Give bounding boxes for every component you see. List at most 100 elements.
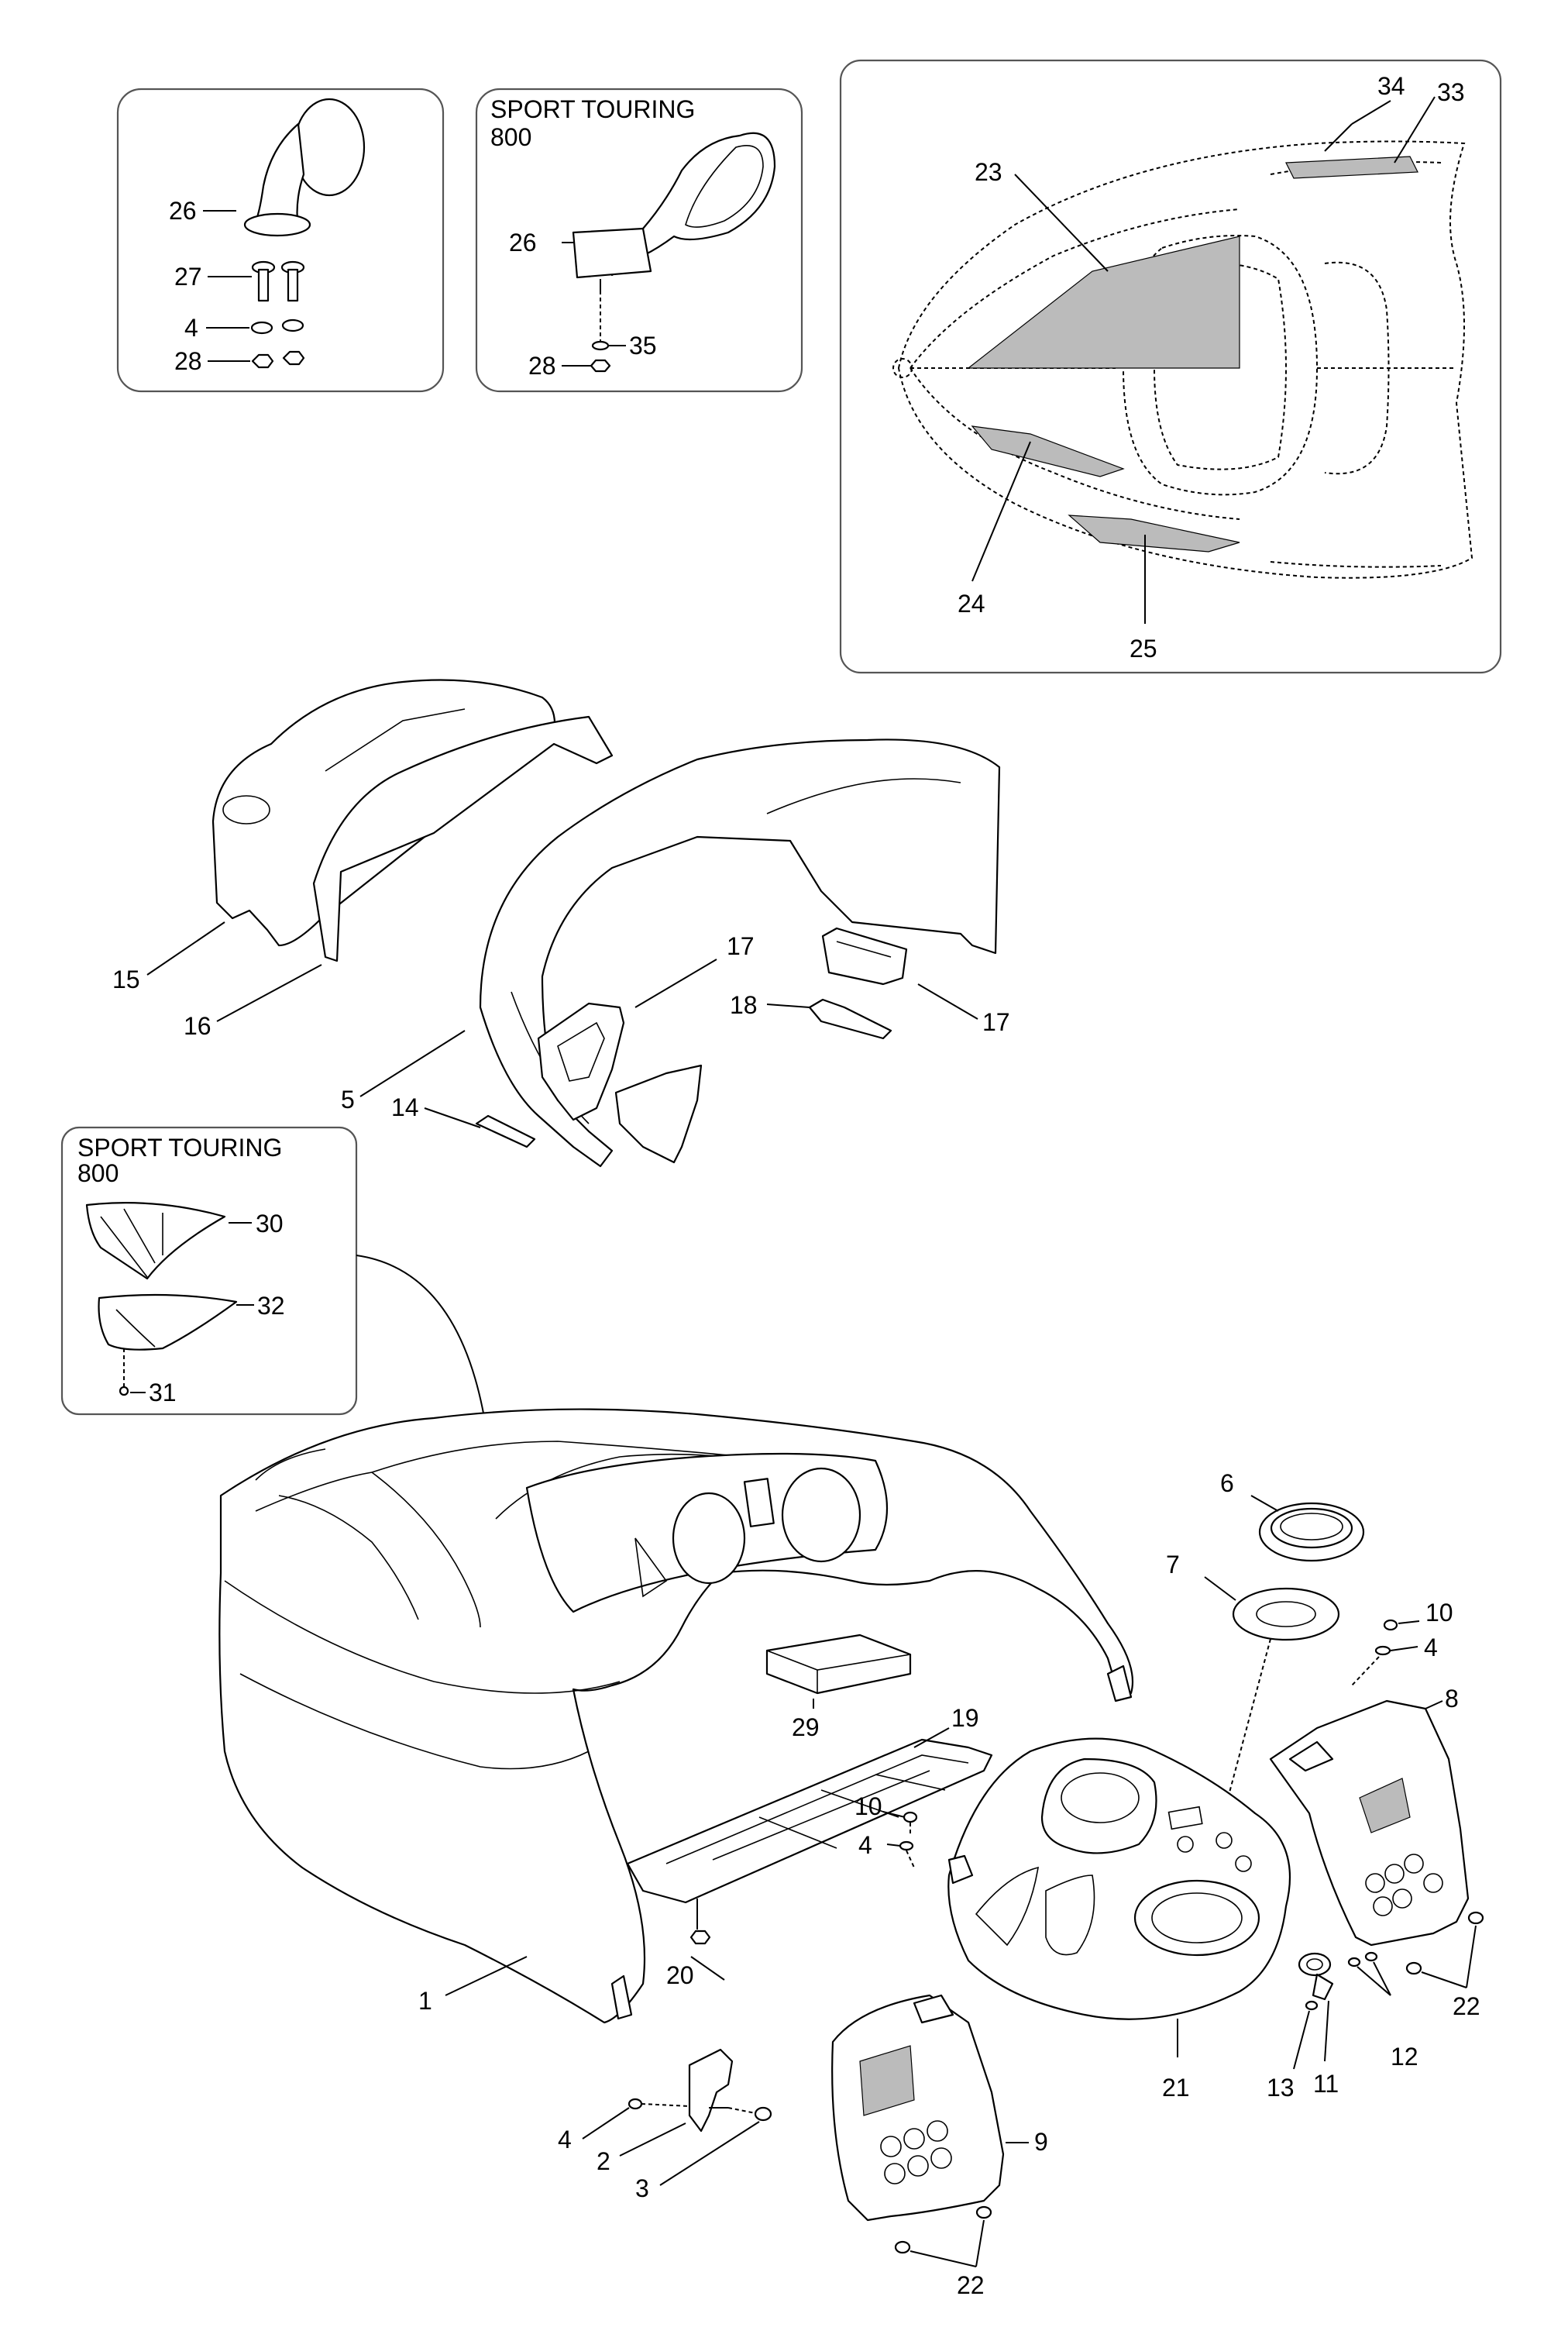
callout-28: 28 (174, 347, 202, 375)
visor-32-illustration (98, 1293, 238, 1351)
callout-4: 4 (184, 314, 198, 342)
callout-7: 7 (1166, 1551, 1180, 1578)
callout-33: 33 (1437, 78, 1465, 106)
washer-illustration (250, 318, 304, 335)
clip-22-icon (894, 2240, 911, 2254)
inset-subtitle: 800 (77, 1159, 119, 1187)
callout-5: 5 (341, 1086, 355, 1114)
callout-10: 10 (1425, 1599, 1453, 1627)
decal-33 (1285, 156, 1418, 179)
callout-22: 22 (1453, 1992, 1480, 2020)
decal-25 (1068, 515, 1240, 553)
bracket-2 (688, 2048, 734, 2133)
tray-19 (626, 1738, 993, 1930)
hood-dashed-outline (892, 140, 1473, 579)
callout-35: 35 (629, 332, 657, 360)
screw-12-icon (1347, 1957, 1361, 1967)
callout-17: 17 (982, 1008, 1010, 1036)
callout-21: 21 (1162, 2074, 1190, 2102)
callout-28: 28 (528, 352, 556, 380)
callout-4: 4 (558, 2126, 572, 2153)
gauge-right (781, 1467, 861, 1563)
callout-26: 26 (509, 229, 537, 256)
callout-1: 1 (418, 1987, 432, 2015)
callout-31: 31 (149, 1379, 177, 1406)
decal-24 (971, 425, 1125, 477)
gasket-7 (1232, 1587, 1340, 1641)
visor-30-illustration (85, 1202, 226, 1280)
washer-13-icon (1305, 2000, 1319, 2011)
nut-icon (590, 359, 611, 373)
panel-8 (1269, 1699, 1470, 1947)
washer-4-icon (899, 1840, 914, 1851)
clip-22-icon (1405, 1961, 1422, 1975)
callout-15: 15 (112, 966, 140, 993)
hood-1 (218, 1408, 1134, 2024)
callout-17: 17 (727, 932, 755, 960)
callout-4: 4 (858, 1831, 872, 1859)
screw-icon (119, 1386, 129, 1396)
console-21 (947, 1737, 1291, 2020)
inset-title: SPORT TOURING (490, 95, 695, 123)
callout-26: 26 (169, 197, 197, 225)
nut-illustration (251, 350, 305, 369)
callout-9: 9 (1034, 2128, 1048, 2156)
screw-10-icon (1383, 1619, 1398, 1631)
screw-10-icon (903, 1811, 918, 1823)
callout-11: 11 (1313, 2070, 1339, 2098)
clip-22-icon (1467, 1911, 1484, 1925)
inset-mirror-standard: 26 27 4 28 (116, 88, 445, 393)
callout-20: 20 (666, 1961, 694, 1989)
callout-30: 30 (256, 1210, 284, 1238)
washer-4-icon (628, 2098, 643, 2110)
bracket-17-right (821, 927, 908, 986)
handle-slot-right (1106, 1665, 1133, 1702)
callout-10: 10 (854, 1792, 882, 1820)
mirror-illustration (243, 98, 366, 237)
washer-icon (591, 340, 610, 351)
visor-leader-arc (356, 1255, 489, 1442)
callout-6: 6 (1220, 1469, 1234, 1497)
callout-29: 29 (792, 1713, 820, 1741)
callout-12: 12 (1391, 2043, 1418, 2071)
inset-subtitle: 800 (490, 123, 531, 151)
callout-22: 22 (957, 2271, 985, 2299)
callout-16: 16 (184, 1012, 211, 1040)
handle-slot-left (610, 1974, 633, 2020)
screw-12-icon (1364, 1951, 1378, 1962)
callout-8: 8 (1445, 1685, 1459, 1713)
callout-23: 23 (975, 158, 1002, 186)
callout-14: 14 (391, 1093, 419, 1121)
callout-32: 32 (257, 1292, 285, 1320)
cap-3-icon (754, 2106, 772, 2122)
panel-9 (831, 1994, 1005, 2222)
gauge-left (672, 1492, 746, 1585)
callout-25: 25 (1130, 635, 1157, 663)
callout-3: 3 (635, 2174, 649, 2202)
liner-16 (312, 715, 614, 962)
callout-27: 27 (174, 263, 202, 291)
callout-24: 24 (958, 590, 985, 618)
bracket-17-left (537, 1002, 625, 1121)
sport-mirror-illustration (572, 132, 776, 291)
callout-19: 19 (951, 1704, 979, 1732)
callout-4: 4 (1424, 1634, 1438, 1661)
pad-29 (765, 1634, 912, 1695)
part-14 (475, 1114, 536, 1148)
pad-18 (614, 998, 892, 1164)
bracket-11 (1298, 1952, 1334, 2001)
inset-visor-sport-touring: SPORT TOURING 800 30 32 31 (60, 1126, 358, 1416)
callout-34: 34 (1377, 72, 1405, 100)
callout-18: 18 (730, 991, 758, 1019)
clip-22-icon (975, 2205, 992, 2219)
inset-mirror-sport-touring: SPORT TOURING 800 26 28 35 (475, 88, 803, 393)
screw-illustration (251, 260, 305, 302)
washer-4-icon (1374, 1645, 1391, 1656)
inset-title: SPORT TOURING (77, 1134, 282, 1162)
ring-6 (1258, 1502, 1365, 1562)
screw-20-icon (689, 1930, 711, 1945)
display-window (743, 1478, 775, 1527)
decal-23 (967, 236, 1240, 369)
inset-hood-top-view: 34 33 23 24 25 (839, 59, 1502, 674)
